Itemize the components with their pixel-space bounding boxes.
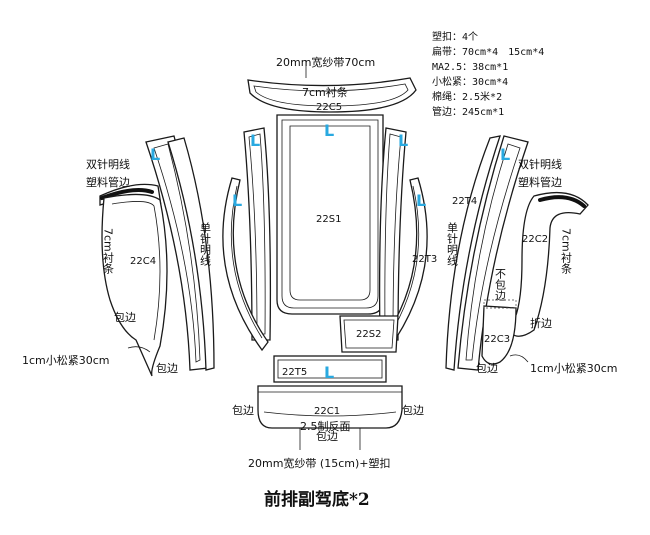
piece-label-22t4: 22T4 — [452, 196, 477, 207]
piece-left-tall-strip — [243, 127, 272, 341]
bottom-binding-right-label: 包边 — [402, 404, 424, 417]
spec-line: 棉绳：2.5米*2 — [432, 90, 502, 103]
piece-label-22c5: 22C5 — [316, 102, 342, 113]
right-elastic-label: 1cm小松紧30cm — [530, 361, 618, 375]
piece-label-22t5: 22T5 — [282, 367, 307, 378]
right-no-binding-label: 不包边 — [494, 268, 507, 301]
right-double-stitch-label: 双针明线 — [518, 157, 562, 171]
bottom-binding-left-label: 包边 — [232, 404, 254, 417]
grain-mark: L — [398, 131, 408, 150]
piece-label-22c3: 22C3 — [484, 334, 510, 345]
right-plastic-edge-label: 塑料管边 — [518, 175, 562, 189]
spec-line: 扁带：70cm*4 15cm*4 — [432, 45, 544, 58]
piece-22c3 — [481, 299, 517, 365]
fold-edge-label: 折边 — [530, 316, 552, 330]
left-double-stitch-label: 双针明线 — [86, 157, 130, 171]
piece-label-22s1: 22S1 — [316, 214, 341, 225]
piece-label-22c4: 22C4 — [130, 256, 156, 267]
grain-mark: L — [250, 131, 260, 150]
piece-right-curved-strip — [445, 135, 529, 371]
left-plastic-edge-label: 塑料管边 — [86, 175, 130, 189]
piece-22s2 — [339, 315, 399, 353]
spec-line: 小松紧：30cm*4 — [432, 75, 508, 88]
piece-22t5 — [273, 355, 387, 383]
reverse-note-label: 2.5制反面 — [300, 420, 351, 433]
piece-22c2 — [511, 191, 589, 337]
piece-right-tall-strip — [378, 127, 407, 341]
grain-mark: L — [324, 121, 334, 140]
left-binding-label: 包边 — [156, 362, 178, 375]
grain-mark: L — [500, 145, 510, 164]
left-elastic-curve — [127, 346, 151, 353]
left-lining-label: 7cm衬条 — [102, 228, 115, 274]
piece-label-22c2: 22C2 — [522, 234, 548, 245]
right-binding-label: 包边 — [476, 362, 498, 375]
spec-line: MA2.5：38cm*1 — [432, 62, 508, 73]
page-title: 前排副驾底*2 — [264, 489, 370, 510]
spec-line: 塑扣：4个 — [432, 30, 478, 43]
piece-22c1 — [257, 385, 403, 429]
right-elastic-curve — [509, 354, 529, 363]
piece-22c5 — [247, 77, 417, 113]
piece-label-22s2: 22S2 — [356, 329, 381, 340]
grain-mark: L — [150, 145, 160, 164]
grain-mark: L — [324, 363, 334, 382]
spec-line: 管边：245cm*1 — [432, 105, 504, 118]
piece-22c4 — [101, 193, 168, 377]
piece-left-arc-strip — [222, 177, 269, 352]
right-lining-label: 7cm衬条 — [560, 228, 573, 274]
piece-label-22t3: 22T3 — [412, 254, 437, 265]
bottom-strap-label: 20mm宽纱带 (15cm)+塑扣 — [248, 456, 390, 470]
spec-list: 塑扣：4个 扁带：70cm*4 15cm*4 MA2.5：38cm*1 小松紧：… — [432, 30, 544, 118]
left-single-stitch-label: 单针明线 — [199, 222, 212, 266]
piece-label-22c1: 22C1 — [314, 406, 340, 417]
grain-mark: L — [416, 191, 426, 210]
lining-strip-top-label: 7cm衬条 — [302, 85, 348, 99]
piece-left-curved-strip — [145, 135, 215, 371]
grain-mark: L — [232, 191, 242, 210]
top-strap-label: 20mm宽纱带70cm — [276, 55, 375, 69]
bottom-binding-center-label: 包边 — [316, 430, 338, 443]
left-binding-label: 包边 — [114, 311, 136, 324]
left-elastic-label: 1cm小松紧30cm — [22, 353, 110, 367]
right-single-stitch-label: 单针明线 — [446, 222, 459, 266]
